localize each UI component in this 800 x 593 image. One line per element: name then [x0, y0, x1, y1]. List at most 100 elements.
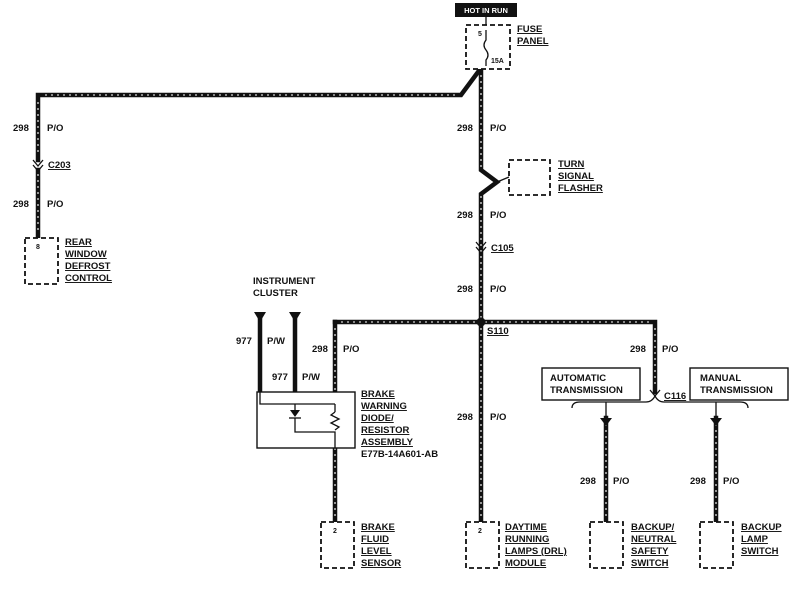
brake-fluid-sensor-box	[320, 521, 355, 569]
backup-lamp-label-3: SWITCH	[741, 546, 779, 557]
backup-neutral-label-2: NEUTRAL	[631, 534, 677, 545]
drl-label-4: MODULE	[505, 558, 546, 569]
s110-label: S110	[487, 326, 509, 337]
wire-label-alt-circuit: 977	[272, 372, 288, 383]
instrument-cluster-label-2: CLUSTER	[253, 288, 298, 299]
manual-transmission-label-1: MANUAL	[700, 373, 741, 384]
wire-trunk-upper	[478, 65, 501, 323]
flasher-label-3: FLASHER	[558, 183, 603, 194]
backup-neutral-label-3: SAFETY	[631, 546, 669, 557]
wire-label-circuit: 298	[630, 344, 646, 355]
c116-label: C116	[664, 391, 686, 402]
brake-fluid-label-3: LEVEL	[361, 546, 392, 557]
backup-lamp-label-1: BACKUP	[741, 522, 782, 533]
wire-label-circuit: 298	[457, 210, 473, 221]
brake-fluid-label-2: FLUID	[361, 534, 389, 545]
fuse-panel-label-1: FUSE	[517, 24, 542, 35]
rear-defrost-label-1: REAR	[65, 237, 92, 248]
wire-label-alt-circuit: 977	[236, 336, 252, 347]
c105-connector-icon	[475, 241, 487, 255]
drl-label-2: RUNNING	[505, 534, 549, 545]
resistor-icon	[329, 411, 341, 431]
drl-module-box	[465, 521, 500, 569]
drl-label-3: LAMPS (DRL)	[505, 546, 567, 557]
wire-label-circuit: 298	[13, 123, 29, 134]
wire-label-color: P/O	[490, 412, 506, 423]
wire-label-color: P/O	[47, 199, 63, 210]
wire-defrost-branch	[35, 64, 485, 241]
brake-assembly-label-3: DIODE/	[361, 413, 394, 424]
wire-label-circuit: 298	[457, 123, 473, 134]
automatic-transmission-box	[541, 367, 641, 401]
wire-label-color: P/O	[662, 344, 678, 355]
rear-defrost-label-3: DEFROST	[65, 261, 111, 272]
rear-defrost-label-4: CONTROL	[65, 273, 112, 284]
wire-label-color: P/O	[343, 344, 359, 355]
wire-s110-bus-hatch	[341, 321, 656, 388]
brake-assembly-label-4: RESISTOR	[361, 425, 410, 436]
drl-label-1: DAYTIME	[505, 522, 547, 533]
brake-assembly-label-2: WARNING	[361, 401, 407, 412]
brake-fluid-label-1: BRAKE	[361, 522, 395, 533]
hot-in-run-tag	[455, 3, 517, 17]
hot-in-run-label: HOT IN RUN	[464, 6, 508, 15]
wire-label-alt-color: P/W	[302, 372, 320, 383]
brake-assembly-label-1: BRAKE	[361, 389, 395, 400]
backup-lamp-arrow-icon	[710, 418, 722, 426]
wire-label-circuit: 298	[690, 476, 706, 487]
cluster-arrow-right-icon	[289, 312, 301, 322]
fuse-panel-label-2: PANEL	[517, 36, 549, 47]
wire-label-color: P/O	[490, 210, 506, 221]
c105-label: C105	[491, 243, 514, 254]
flasher-tap-line	[496, 176, 510, 183]
c203-connector-icon	[32, 159, 44, 173]
wire-label-color: P/O	[613, 476, 629, 487]
brake-assembly-label-5: ASSEMBLY	[361, 437, 414, 448]
flasher-label-1: TURN	[558, 159, 585, 170]
option-brace	[571, 394, 749, 409]
rear-defrost-label-2: WINDOW	[65, 249, 107, 260]
wire-label-circuit: 298	[312, 344, 328, 355]
automatic-transmission-label-1: AUTOMATIC	[550, 373, 606, 384]
manual-transmission-label-2: TRANSMISSION	[700, 385, 773, 396]
backup-neutral-switch-box	[589, 521, 624, 569]
turn-signal-flasher-box	[508, 159, 551, 196]
wire-label-color: P/O	[490, 123, 506, 134]
wire-s110-bus	[332, 319, 658, 395]
diode-icon	[290, 410, 300, 417]
brake-fluid-sensor-pin: 2	[333, 528, 337, 535]
wire-label-circuit: 298	[580, 476, 596, 487]
drl-module-pin: 2	[478, 528, 482, 535]
rear-defrost-pin: 8	[36, 244, 40, 251]
brake-fluid-label-4: SENSOR	[361, 558, 401, 569]
fuse-icon	[483, 30, 489, 66]
fuse-rating: 15A	[491, 58, 504, 65]
backup-neutral-arrow-icon	[600, 418, 612, 426]
wire-label-circuit: 298	[13, 199, 29, 210]
wire-label-circuit: 298	[457, 284, 473, 295]
wire-label-alt-color: P/W	[267, 336, 285, 347]
wire-group	[35, 64, 719, 525]
brake-assembly-internal	[259, 392, 336, 448]
brake-assembly-part-number: E77B-14A601-AB	[361, 449, 438, 460]
automatic-transmission-label-2: TRANSMISSION	[550, 385, 623, 396]
fuse-panel-box	[465, 24, 511, 70]
wire-label-color: P/O	[723, 476, 739, 487]
wire-defrost-branch-hatch	[37, 94, 455, 234]
rear-defrost-box	[24, 237, 59, 285]
c203-label: C203	[48, 160, 71, 171]
brake-warning-assembly-box	[256, 391, 356, 449]
instrument-cluster-label-1: INSTRUMENT	[253, 276, 315, 287]
flasher-label-2: SIGNAL	[558, 171, 594, 182]
wire-label-color: P/O	[490, 284, 506, 295]
manual-transmission-box	[689, 367, 789, 401]
s110-splice-dot	[476, 317, 486, 327]
backup-lamp-label-2: LAMP	[741, 534, 769, 545]
wire-label-circuit: 298	[457, 412, 473, 423]
wire-label-color: P/O	[47, 123, 63, 134]
cluster-arrow-left-icon	[254, 312, 266, 322]
backup-neutral-label-1: BACKUP/	[631, 522, 675, 533]
backup-lamp-switch-box	[699, 521, 734, 569]
